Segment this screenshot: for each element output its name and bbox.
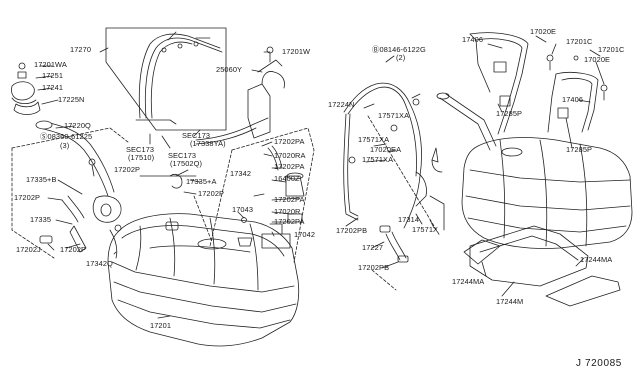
bolt-08360-number: 08360-61225 (47, 132, 93, 141)
tank-straps (469, 32, 608, 135)
label-16400z: 16400Z (274, 174, 300, 183)
fuel-tank-left (107, 213, 300, 347)
label-17225n: 17225N (58, 95, 85, 104)
diagram-reference-code: J 720085 (576, 358, 622, 369)
label-sec173-b-ref: (17510) (128, 153, 155, 162)
label-17201w: 17201W (282, 47, 311, 56)
label-17202pa-b: 17202PA (274, 162, 305, 171)
label-17201c-b: 17201C (598, 45, 625, 54)
label-17202pb-b: 17202PB (358, 263, 390, 272)
label-sec173-c-ref: (17502Q) (170, 159, 203, 168)
label-17227: 17227 (362, 243, 384, 252)
dashed-leaders-left (11, 127, 315, 263)
label-17406-a: 17406 (462, 35, 484, 44)
label-17571x: 17571X (412, 225, 439, 234)
label-17342q: 17342Q (86, 259, 113, 268)
label-17201c: 17201C (566, 37, 593, 46)
dashed-leaders-center (367, 115, 441, 291)
filler-cap-parts (11, 62, 96, 177)
label-17202pa-d: 17202PA (274, 217, 305, 226)
label-17202pa-c: 17202PA (274, 195, 305, 204)
label-17571xa-a: 17571XA (378, 111, 410, 120)
label-17270: 17270 (70, 45, 92, 54)
label-17042: 17042 (294, 230, 316, 239)
leaders-right (481, 35, 605, 297)
label-17285p-b: 17285P (566, 145, 593, 154)
pump-column (139, 145, 305, 249)
label-bolt-08146: Ⓑ08146-6122G (372, 45, 426, 54)
label-25060y: 25060Y (216, 65, 243, 74)
label-17285p-a: 17285P (496, 109, 523, 118)
vent-hose-center (343, 82, 445, 263)
label-17020e-b: 17020E (584, 55, 611, 64)
heat-shields (463, 225, 621, 307)
label-sec173-c: SEC173 (168, 151, 197, 160)
label-bolt-08360-qty: (3) (60, 141, 70, 150)
label-17335a: 17335+A (186, 177, 217, 186)
label-17202p-d: 17202P (198, 189, 225, 198)
label-17335b: 17335+B (26, 175, 57, 184)
label-17406-b: 17406 (562, 95, 584, 104)
label-17220q: 17220Q (64, 121, 91, 130)
label-17020r: 17020R (274, 207, 301, 216)
label-17202p-b: 17202P (60, 245, 87, 254)
label-17244ma-a: 17244MA (452, 277, 485, 286)
label-17244m: 17244M (496, 297, 524, 306)
label-17335: 17335 (30, 215, 52, 224)
leaders-left (35, 47, 301, 319)
label-17202pa-a: 17202PA (274, 137, 305, 146)
label-17314: 17314 (398, 215, 420, 224)
label-17251: 17251 (42, 71, 64, 80)
label-17020ea: 17020EA (370, 145, 402, 154)
label-17202pb-a: 17202PB (336, 226, 368, 235)
label-17244ma-b: 17244MA (580, 255, 613, 264)
label-17202p-c: 17202P (114, 165, 141, 174)
label-17020ra: 17020RA (274, 151, 306, 160)
label-bolt-08146-qty: (2) (396, 53, 406, 62)
label-bolt-08360: Ⓢ08360-61225 (40, 132, 93, 141)
bolt-08146-number: 08146-6122G (379, 45, 426, 54)
label-17571xa-c: 17571XA (362, 155, 394, 164)
label-17201: 17201 (150, 321, 172, 330)
label-17342: 17342 (230, 169, 252, 178)
label-17202p-a: 17202P (14, 193, 41, 202)
label-sec173-b: SEC173 (126, 145, 155, 154)
leaders-center (345, 55, 435, 269)
label-17043: 17043 (232, 205, 254, 214)
label-17224n: 17224N (328, 100, 355, 109)
label-17571xa-b: 17571XA (358, 135, 390, 144)
vent-bracket (195, 46, 285, 145)
label-17020e-a: 17020E (530, 27, 557, 36)
label-17202j: 17202J (16, 245, 41, 254)
filler-neck (35, 120, 122, 259)
label-sec173-a: SEC173 (182, 131, 211, 140)
label-sec173-a-ref: (17338YA) (190, 139, 226, 148)
fuel-tank-right (436, 92, 633, 249)
label-17201wa: 17201WA (34, 60, 67, 69)
label-17241: 17241 (42, 83, 64, 92)
fuel-line-bundle (105, 27, 227, 131)
